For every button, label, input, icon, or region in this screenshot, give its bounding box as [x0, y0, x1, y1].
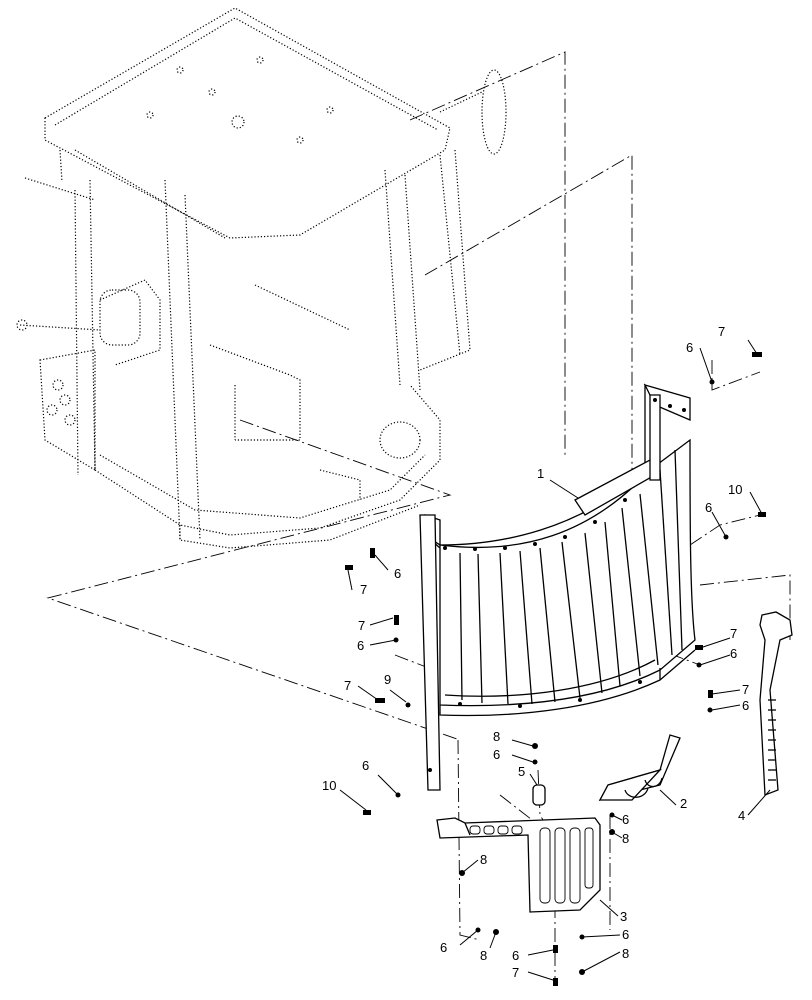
callout-9: 9 — [384, 672, 391, 687]
callout-8: 8 — [480, 948, 487, 963]
callout-6: 6 — [493, 747, 500, 762]
callout-labels: 1 2 3 4 5 6 7 6 10 6 7 7 6 7 9 10 6 7 6 … — [322, 324, 749, 980]
callout-6: 6 — [362, 758, 369, 773]
spacer-part — [532, 784, 546, 806]
callout-7: 7 — [730, 626, 737, 641]
callout-6: 6 — [394, 566, 401, 581]
callout-10: 10 — [322, 778, 336, 793]
callout-8: 8 — [622, 946, 629, 961]
callout-1: 1 — [537, 466, 544, 481]
callout-7: 7 — [358, 618, 365, 633]
callout-5: 5 — [518, 764, 525, 779]
callout-3: 3 — [620, 909, 627, 924]
callout-6: 6 — [622, 927, 629, 942]
callout-6: 6 — [512, 948, 519, 963]
corner-bracket — [598, 734, 681, 801]
lower-guard — [436, 817, 601, 913]
callout-7: 7 — [360, 582, 367, 597]
callout-10: 10 — [728, 482, 742, 497]
side-guard-strip — [759, 611, 793, 796]
callout-8: 8 — [622, 831, 629, 846]
callout-6: 6 — [357, 638, 364, 653]
callout-6: 6 — [730, 646, 737, 661]
callout-6: 6 — [742, 698, 749, 713]
callout-6: 6 — [440, 940, 447, 955]
callout-6: 6 — [686, 340, 693, 355]
callout-4: 4 — [738, 808, 745, 823]
callout-7: 7 — [742, 682, 749, 697]
guard-main — [419, 383, 696, 791]
callout-7: 7 — [512, 965, 519, 980]
callout-6: 6 — [622, 812, 629, 827]
callout-7: 7 — [718, 324, 725, 339]
callout-6: 6 — [705, 500, 712, 515]
callout-2: 2 — [680, 796, 687, 811]
callout-7: 7 — [344, 678, 351, 693]
leader-lines — [339, 339, 771, 981]
callout-8: 8 — [480, 852, 487, 867]
callout-8: 8 — [493, 729, 500, 744]
cab-assembly — [16, 7, 507, 549]
